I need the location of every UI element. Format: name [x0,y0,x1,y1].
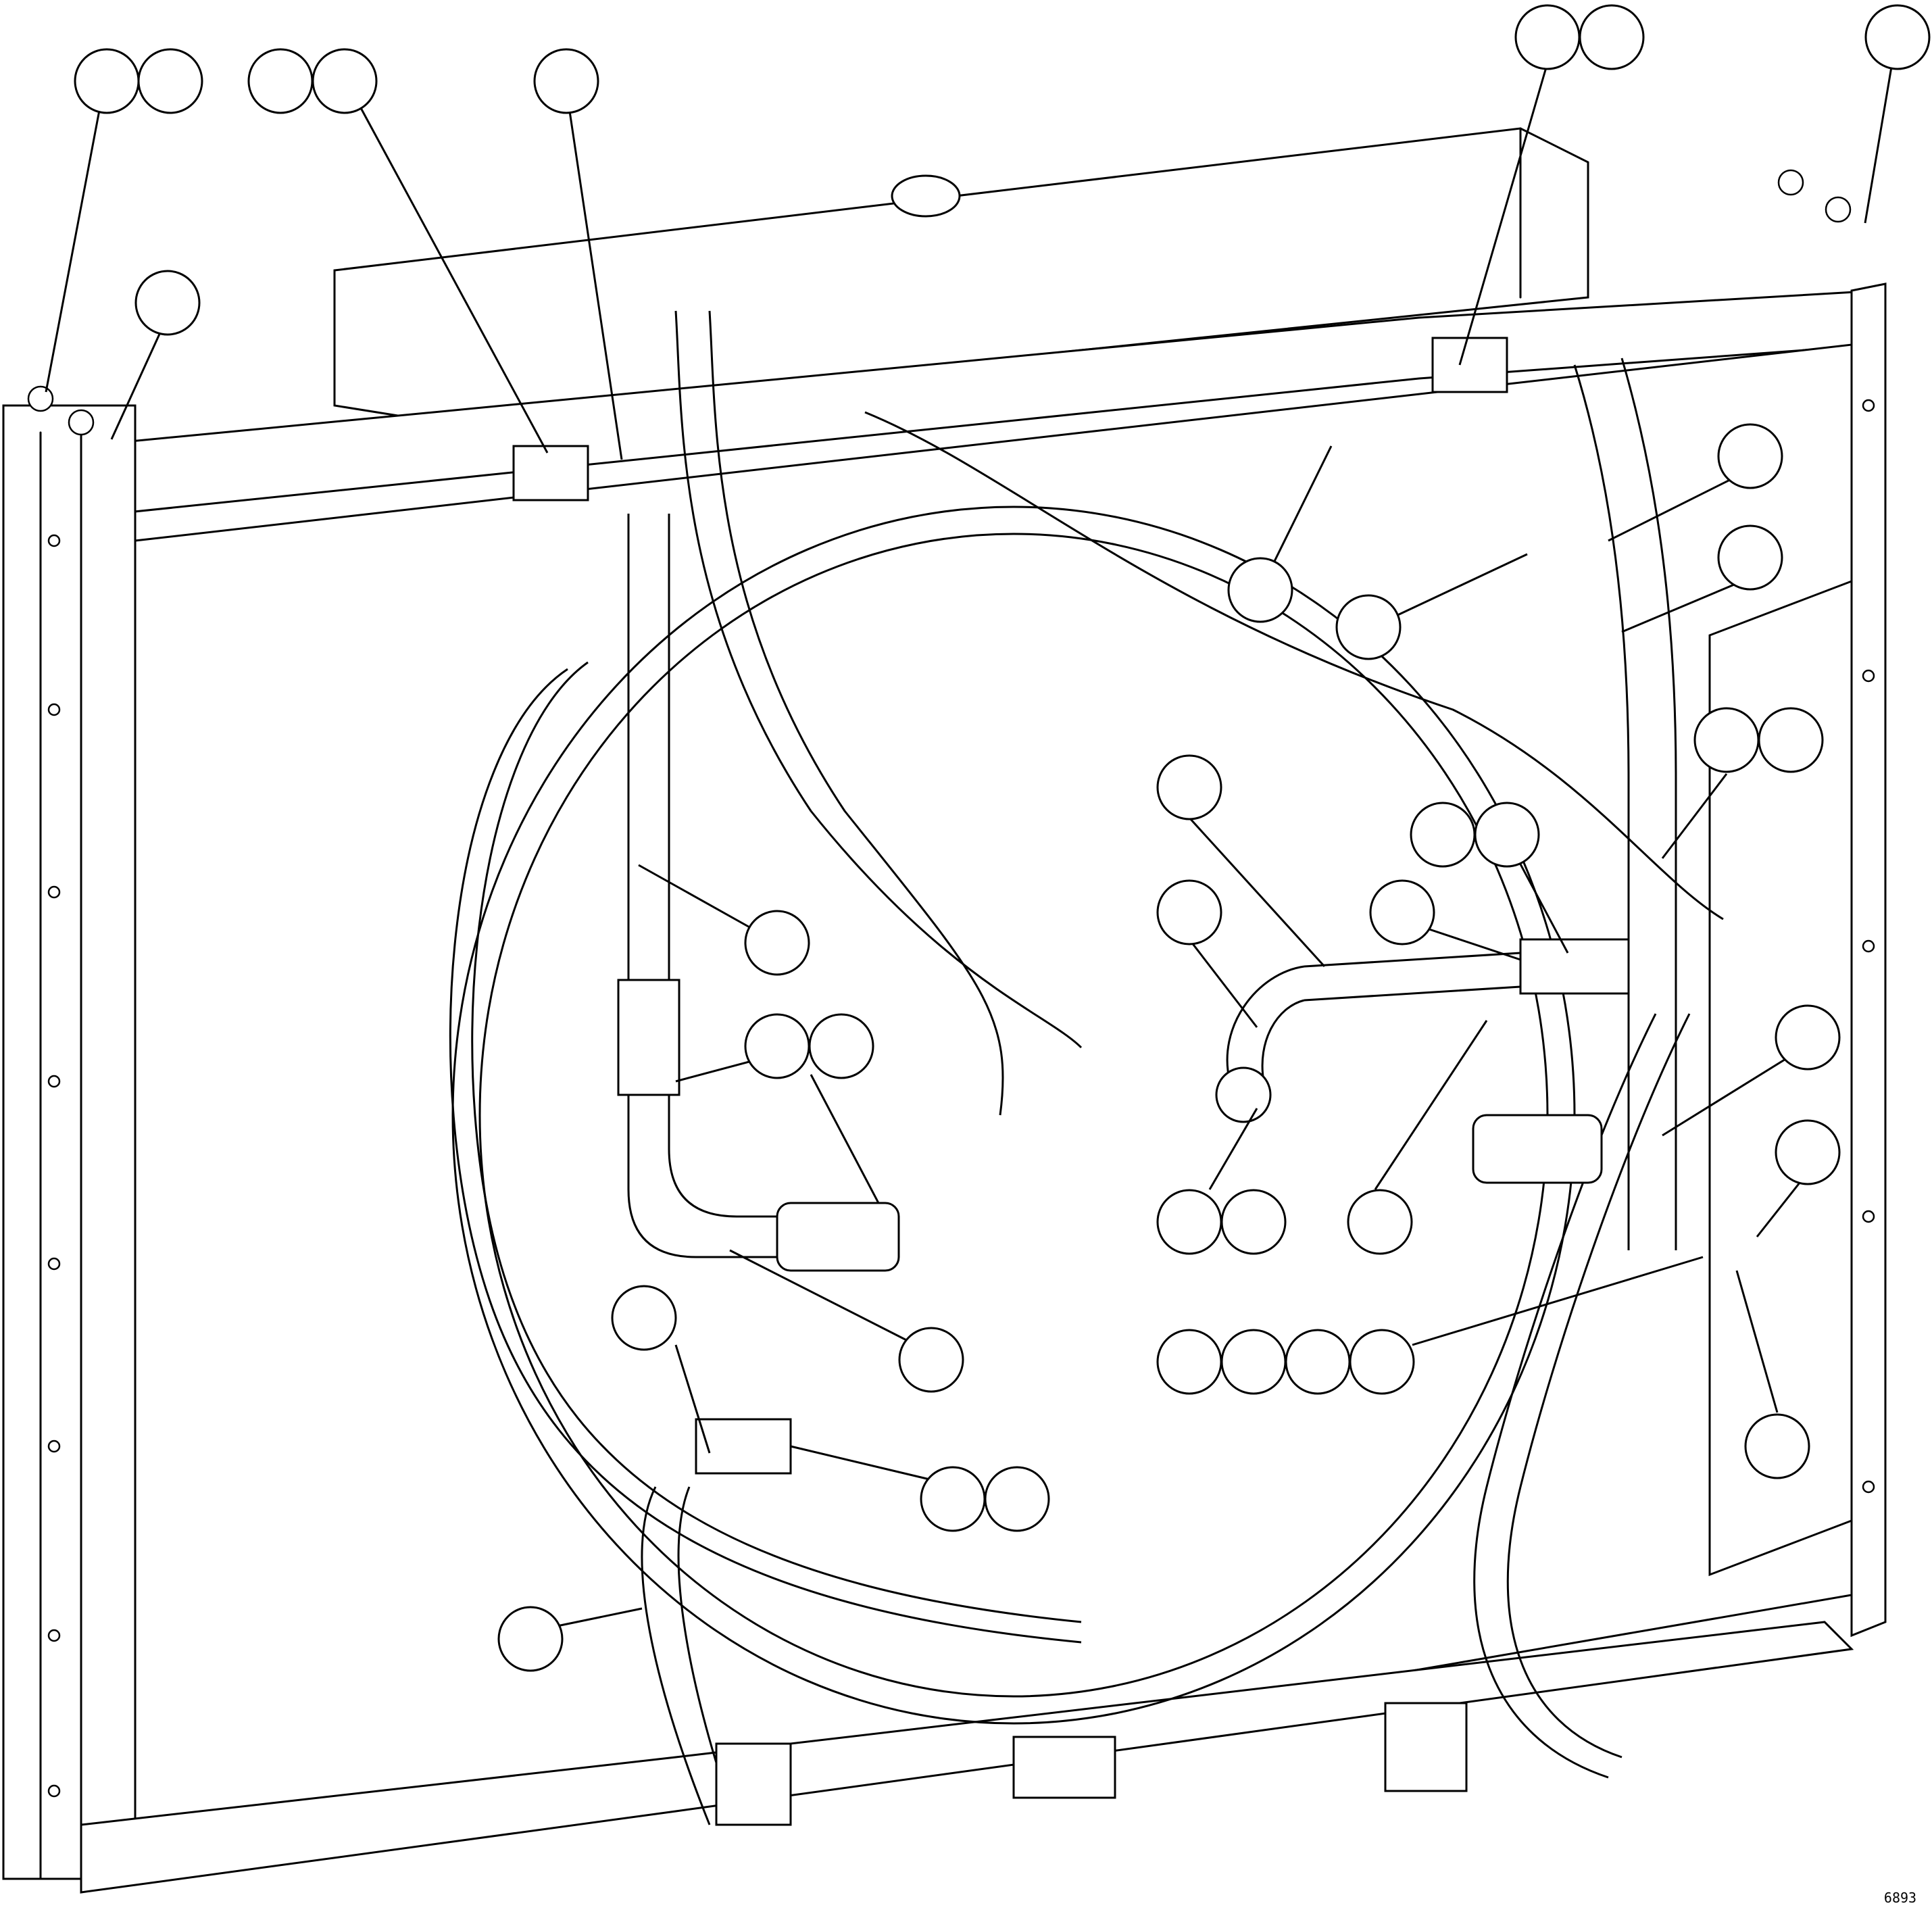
bottom-rail [80,1621,1854,1894]
harness-left-loop [471,661,1082,1623]
bolt [47,1257,61,1271]
lower-left-coupling [695,1418,792,1475]
callout-left-lower [611,1285,677,1351]
center-elbow-pipe [1226,965,1305,1082]
callouts [74,4,1931,1672]
bolt [47,885,61,899]
bolt [1862,939,1875,953]
callout-lower-middle [898,1327,964,1393]
callout-left-middle [744,910,810,976]
right-outlet-stub [1472,1114,1603,1184]
bottom-right-bracket [1384,1702,1468,1792]
bottom-center-bracket [1012,1736,1116,1799]
callout-top-left-pair-a [74,48,140,114]
bolt [47,1629,61,1642]
right-frame-post [1850,283,1887,1638]
core-panel [134,343,1853,1840]
left-hose-clamp [617,979,680,1096]
right-coolant-pipe [1620,358,1677,1250]
bolt [47,703,61,716]
fittings [512,174,1630,1826]
fill-cap [891,174,961,218]
callout-bottom-left [497,1606,564,1672]
top-left-coupling [512,445,589,501]
top-harness [864,411,1724,920]
callout-center-lower [1347,1189,1413,1255]
right-lower-loop [1506,1013,1691,1759]
callout-top-left-pair-b [137,48,203,114]
mounting-bolts [27,169,1875,1798]
callout-bottom-row-c [1285,1329,1351,1395]
callout-center-upper [1227,557,1293,623]
drawing-id-number: 6893 [1884,1890,1916,1906]
bolt [1862,669,1875,683]
callout-top-center [533,48,599,114]
callout-top-right-corner [1864,4,1931,70]
callout-center-pair-a [1410,802,1476,868]
callout-right-lower [1744,1413,1810,1479]
bolt [1862,1210,1875,1223]
bolt [47,1784,61,1798]
radiator-frame [2,127,1887,1894]
callout-center-lower-pair-b [1220,1189,1287,1255]
callout-top-pair-b [312,48,378,114]
callout-right-pair-a [1693,707,1760,773]
callout-left-pair-b [808,1013,874,1079]
callout-center-pair-b [1474,802,1540,868]
center-elbow-flange [1215,1066,1272,1123]
callout-center-1 [1156,754,1222,820]
callout-bottom-row-d [1349,1329,1415,1395]
callout-right-upper-1 [1717,423,1783,489]
bolt [1825,196,1852,223]
left-outlet-stub [776,1202,900,1272]
callout-center-3 [1369,879,1435,945]
callout-right-middle-2 [1775,1119,1841,1185]
callout-bottom-pair-b [984,1466,1050,1532]
callout-center-lower-pair-a [1156,1189,1222,1255]
callout-right-upper-2 [1717,524,1783,591]
bottom-left-bracket [715,1742,792,1826]
callout-bottom-row-a [1156,1329,1222,1395]
callout-left-upper [134,270,201,336]
left-vertical-coolant-pipe [627,514,777,1258]
left-frame-post [2,404,137,1880]
callout-right-pair-b [1758,707,1824,773]
callout-center-2 [1156,879,1222,945]
leader-lines [45,62,1893,1630]
callout-right-middle-1 [1775,1004,1841,1071]
top-right-coupling [1431,337,1508,393]
bolt [47,534,61,547]
callout-top-right-pair-a [1514,4,1581,70]
bolt [1862,399,1875,412]
bolt [1862,1480,1875,1494]
callout-bottom-row-b [1220,1329,1287,1395]
center-coupling [1519,938,1630,995]
bolt [1777,169,1804,196]
bolt [47,1440,61,1453]
callout-top-pair-a [247,48,314,114]
bolt [27,385,54,412]
bolt [68,409,95,436]
bolt [47,1075,61,1088]
callout-center-right-upper [1335,594,1402,660]
callout-bottom-pair-a [920,1466,986,1532]
callout-left-pair-a [744,1013,810,1079]
lower-left-hose [641,1486,711,1825]
callout-top-right-pair-b [1579,4,1645,70]
